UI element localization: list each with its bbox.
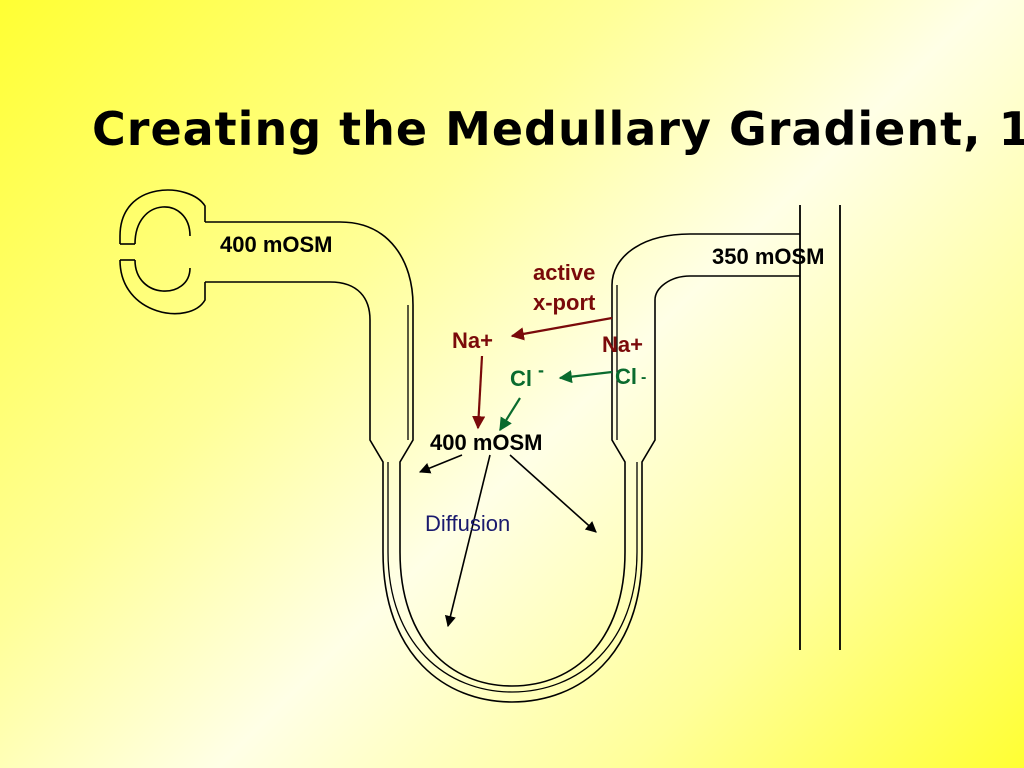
collecting-duct (799, 205, 841, 650)
active-transport-arrow (510, 316, 613, 341)
osm-label-interstitial: 400 mOSM (430, 430, 543, 455)
chloride-label-ascending: Cl (615, 364, 637, 389)
sodium-label-ascending: Na+ (602, 332, 643, 357)
diffusion-arrow-right (509, 454, 597, 533)
osm-label-descending: 400 mOSM (220, 232, 333, 257)
active-transport-label-line1: active (533, 260, 595, 285)
nephron-tubule-outer (205, 221, 800, 703)
diffusion-arrow-down (444, 454, 491, 628)
nephron-tubule-inner (387, 285, 638, 693)
slide-title: Creating the Medullary Gradient, 1 (92, 102, 1024, 156)
diffusion-label: Diffusion (425, 511, 510, 536)
chloride-ascending-minus: - (641, 369, 646, 386)
chloride-down-arrow (499, 397, 521, 432)
sodium-label-interstitial: Na+ (452, 328, 493, 353)
na-diffusion-down-arrow (472, 355, 486, 430)
chloride-superscript: - (538, 360, 544, 380)
bowmans-capsule (119, 189, 206, 315)
chloride-transport-arrow (558, 370, 613, 384)
chloride-label-interstitial: Cl (510, 366, 532, 391)
osm-label-ascending: 350 mOSM (712, 244, 825, 269)
active-transport-label-line2: x-port (533, 290, 596, 315)
diffusion-arrow-left (418, 454, 463, 474)
